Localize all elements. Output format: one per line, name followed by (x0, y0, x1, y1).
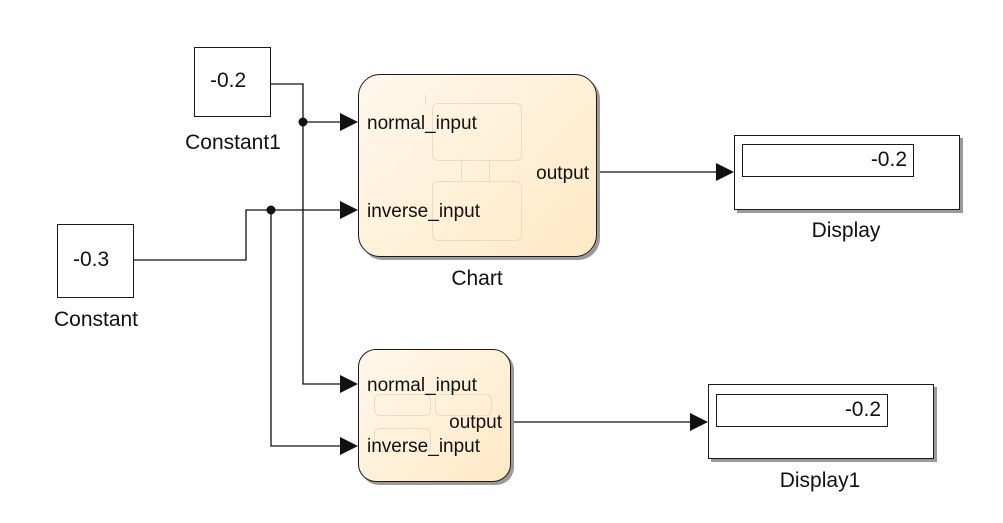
arrowhead (340, 201, 358, 219)
constant-value: -0.3 (73, 248, 110, 271)
chart2-port-output: output (449, 412, 502, 433)
signal-line-constant-branch[interactable] (270, 210, 342, 447)
arrowhead (340, 437, 358, 455)
signal-line-constant1-branch[interactable] (302, 122, 342, 385)
constant1-label[interactable]: Constant1 (185, 131, 281, 154)
constant-block[interactable]: -0.3 (57, 224, 134, 298)
chart-port-inverse-input: inverse_input (367, 201, 481, 222)
chart-block[interactable]: normal_input inverse_input output (358, 74, 597, 257)
chart-state-preview (432, 181, 522, 241)
chart-state-preview (432, 103, 522, 161)
display1-label[interactable]: Display1 (779, 469, 861, 492)
display-readout: -0.2 (742, 144, 914, 177)
constant1-value: -0.2 (210, 69, 247, 92)
chart-port-normal-input: normal_input (367, 113, 477, 134)
display1-block[interactable]: -0.2 (708, 384, 934, 459)
arrowhead (340, 113, 358, 131)
chart2-state-preview (435, 394, 492, 416)
display-label[interactable]: Display (811, 219, 881, 242)
chart-transition-preview (489, 159, 490, 181)
chart2-block[interactable]: normal_input output inverse_input (358, 349, 511, 482)
chart2-state-preview (374, 394, 431, 416)
constant1-block[interactable]: -0.2 (194, 47, 271, 117)
display-block[interactable]: -0.2 (734, 135, 960, 210)
branch-point (266, 205, 276, 215)
constant-label[interactable]: Constant (53, 308, 139, 331)
chart-transition-preview (461, 159, 462, 181)
arrowhead (690, 413, 708, 431)
chart2-port-inverse-input: inverse_input (367, 436, 481, 457)
chart-label[interactable]: Chart (451, 267, 503, 290)
display1-readout: -0.2 (716, 394, 888, 427)
branch-point (298, 117, 308, 127)
chart-transition-preview (425, 95, 426, 105)
signal-line-constant[interactable] (134, 209, 342, 261)
chart2-port-normal-input: normal_input (367, 375, 477, 396)
arrowhead (716, 163, 734, 181)
signal-line-constant1[interactable] (271, 83, 342, 123)
chart-port-output: output (536, 163, 589, 184)
chart2-state-preview (374, 428, 431, 452)
arrowhead (340, 375, 358, 393)
